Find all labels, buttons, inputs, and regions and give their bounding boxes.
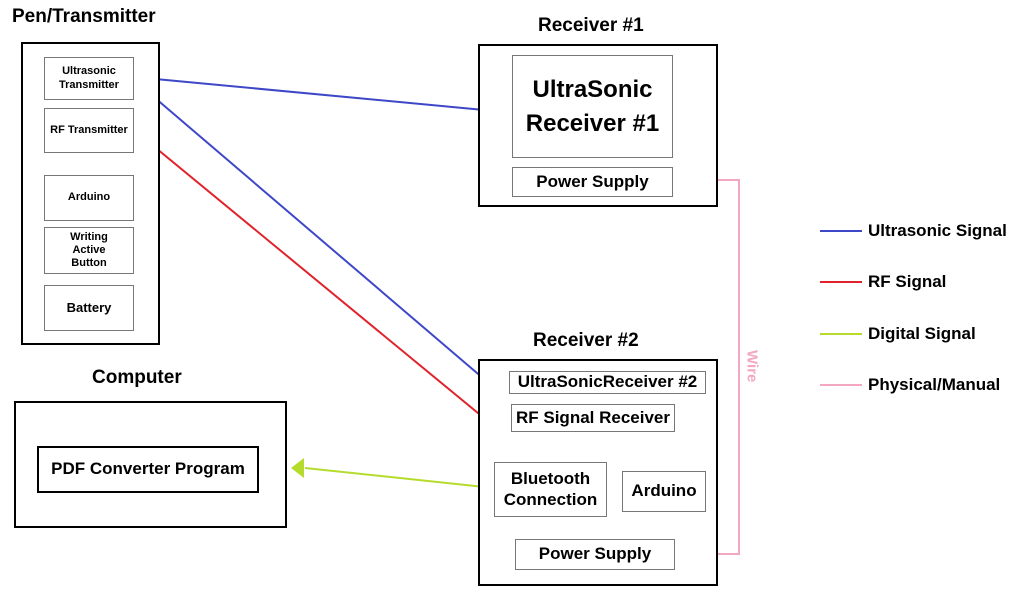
- wire-label: Wire: [743, 349, 761, 383]
- ultrasonic-receiver2-box: UltraSonicReceiver #2: [509, 371, 706, 394]
- legend-rf-line: [820, 281, 862, 283]
- legend-digital: Digital Signal: [820, 324, 1020, 344]
- ultrasonic-transmitter-box: Ultrasonic Transmitter: [44, 57, 134, 100]
- legend-rf-label: RF Signal: [868, 272, 947, 291]
- legend-ultrasonic-label: Ultrasonic Signal: [868, 221, 1007, 240]
- bluetooth-connection-box: Bluetooth Connection: [494, 462, 607, 517]
- legend-physical: Physical/Manual: [820, 375, 1020, 395]
- pen-title: Pen/Transmitter: [12, 6, 156, 27]
- rf-signal-receiver-box: RF Signal Receiver: [511, 404, 675, 432]
- legend-physical-label: Physical/Manual: [868, 375, 1001, 394]
- receiver2-power-supply-box: Power Supply: [515, 539, 675, 570]
- writing-active-button-box: Writing Active Button: [44, 227, 134, 274]
- pdf-converter-box: PDF Converter Program: [37, 446, 259, 493]
- receiver2-arduino-box: Arduino: [622, 471, 706, 512]
- ultrasonic-signal-lines: [133, 76, 498, 390]
- battery-box: Battery: [44, 285, 134, 331]
- computer-title: Computer: [92, 367, 182, 388]
- rf-transmitter-box: RF Transmitter: [44, 108, 134, 153]
- wire-power-link: [717, 179, 740, 555]
- ultrasonic-receiver1-box: UltraSonic Receiver #1: [512, 55, 673, 158]
- digital-signal-line: [291, 458, 495, 489]
- rf-signal-line: [133, 129, 498, 429]
- pen-arduino-box: Arduino: [44, 175, 134, 221]
- receiver1-title: Receiver #1: [538, 15, 644, 36]
- legend-digital-line: [820, 333, 862, 335]
- legend-rf: RF Signal: [820, 272, 1020, 292]
- legend-ultrasonic: Ultrasonic Signal: [820, 221, 1020, 241]
- receiver1-power-supply-box: Power Supply: [512, 167, 673, 197]
- receiver2-title: Receiver #2: [533, 330, 639, 351]
- legend-ultrasonic-line: [820, 230, 862, 232]
- legend-physical-line: [820, 384, 862, 386]
- legend-digital-label: Digital Signal: [868, 324, 976, 343]
